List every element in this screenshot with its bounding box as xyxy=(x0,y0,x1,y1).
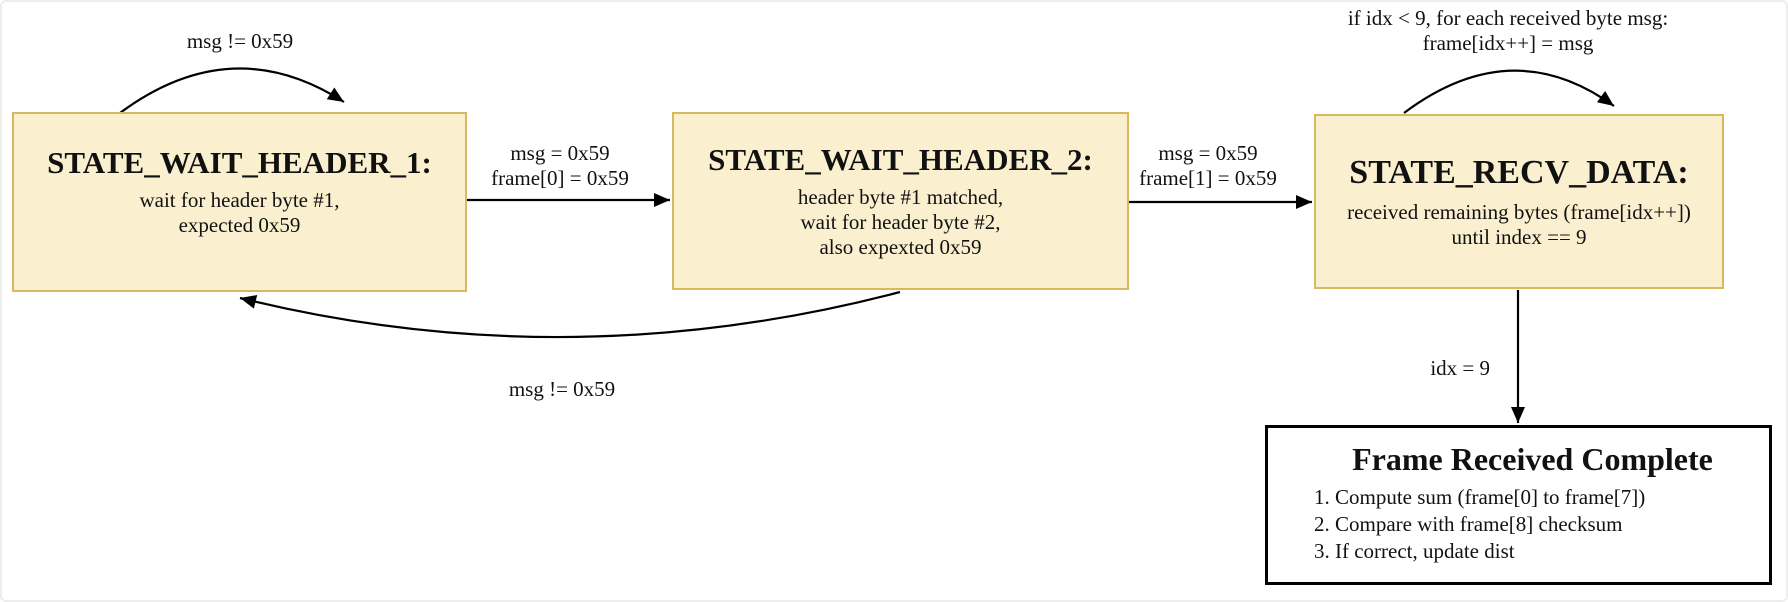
edge-label-header2-to-recv: msg = 0x59 frame[1] = 0x59 xyxy=(1108,141,1308,191)
state-title: STATE_RECV_DATA: xyxy=(1349,154,1689,191)
edge-label-line: if idx < 9, for each received byte msg: xyxy=(1347,6,1669,30)
final-node-frame-received-complete: Frame Received Complete 1. Compute sum (… xyxy=(1265,425,1772,585)
state-description-line: received remaining bytes (frame[idx++]) xyxy=(1347,200,1691,224)
final-step: 3. If correct, update dist xyxy=(1314,539,1515,563)
state-node-wait-header-1: STATE_WAIT_HEADER_1: wait for header byt… xyxy=(12,112,467,292)
final-step: 2. Compare with frame[8] checksum xyxy=(1314,512,1623,536)
edge-label-self-loop-header1: msg != 0x59 xyxy=(186,29,294,53)
state-description-line: wait for header byte #1, xyxy=(139,187,340,212)
state-description-line: expected 0x59 xyxy=(178,212,301,237)
arrow-header2-back-to-header1 xyxy=(239,290,901,339)
state-description-line: header byte #1 matched, xyxy=(797,185,1004,209)
state-description-line: also expexted 0x59 xyxy=(819,235,982,259)
final-step: 1. Compute sum (frame[0] to frame[7]) xyxy=(1314,485,1646,509)
final-node-title: Frame Received Complete xyxy=(1352,441,1713,477)
state-title: STATE_WAIT_HEADER_1: xyxy=(47,144,432,180)
edge-label-line: frame[idx++] = msg xyxy=(1422,31,1594,55)
self-loop-arrow-recv-data xyxy=(1403,69,1615,114)
edge-label-line: msg = 0x59 xyxy=(510,141,610,165)
edge-label-self-loop-recv-data: if idx < 9, for each received byte msg: … xyxy=(1282,6,1734,56)
edge-label-line: msg = 0x59 xyxy=(1158,141,1258,165)
self-loop-arrow-wait-header-1 xyxy=(119,67,345,114)
state-description-line: until index == 9 xyxy=(1451,225,1587,249)
state-node-wait-header-2: STATE_WAIT_HEADER_2: header byte #1 matc… xyxy=(672,112,1129,290)
edge-label-header2-back-to-header1: msg != 0x59 xyxy=(508,377,616,401)
edge-label-header1-to-header2: msg = 0x59 frame[0] = 0x59 xyxy=(460,141,660,191)
state-title: STATE_WAIT_HEADER_2: xyxy=(708,142,1093,177)
state-node-recv-data: STATE_RECV_DATA: received remaining byte… xyxy=(1314,114,1724,289)
edge-label-line: frame[1] = 0x59 xyxy=(1139,166,1277,190)
edge-label-line: frame[0] = 0x59 xyxy=(491,166,629,190)
edge-label-recv-to-final: idx = 9 xyxy=(1430,356,1490,380)
state-description-line: wait for header byte #2, xyxy=(800,210,1001,234)
